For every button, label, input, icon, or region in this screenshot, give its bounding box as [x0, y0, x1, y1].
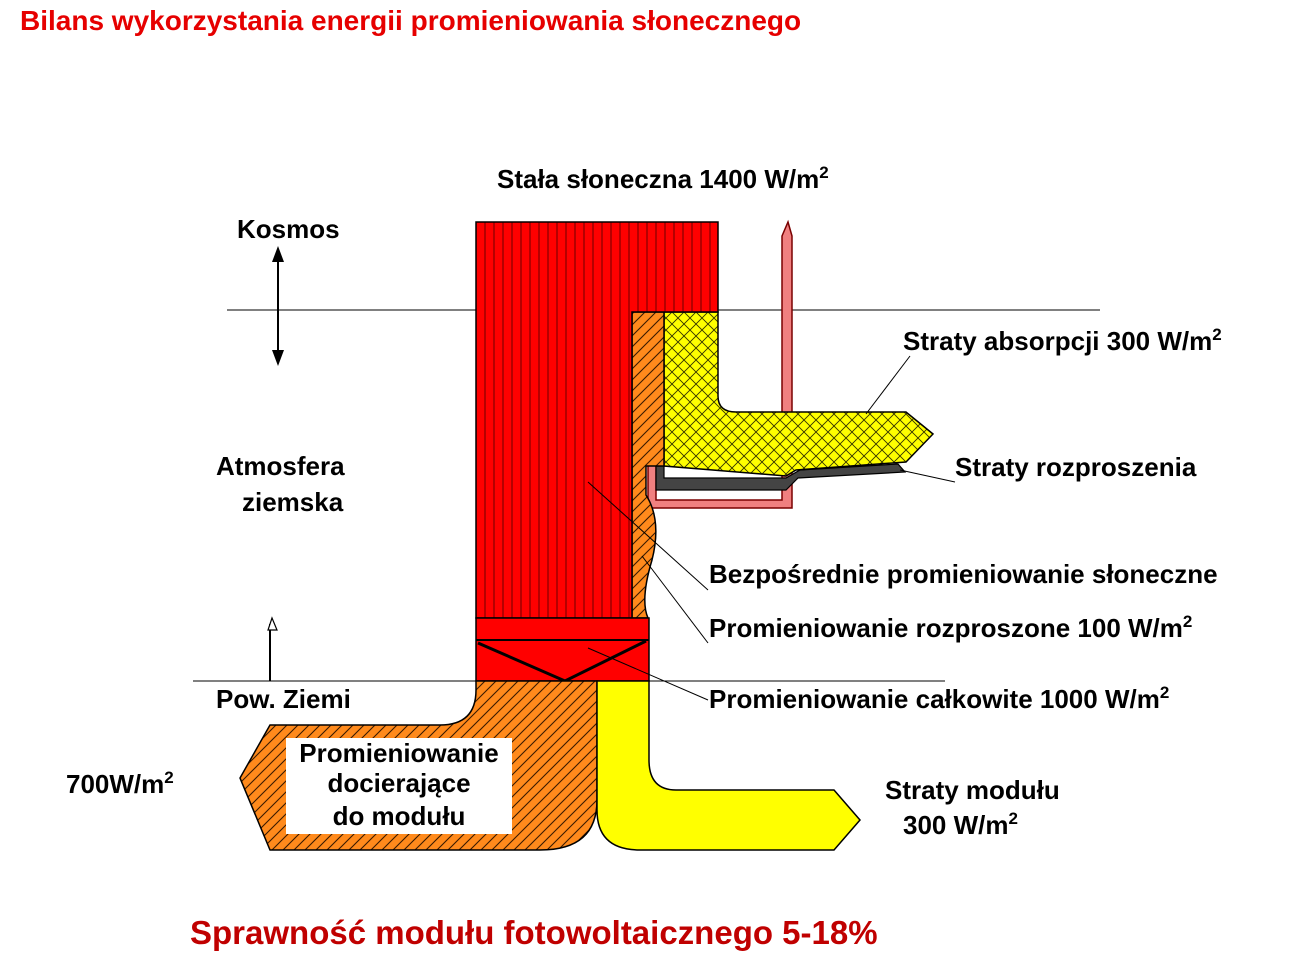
- absorption-loss-label: Straty absorpcji 300 W/m2: [903, 325, 1222, 356]
- reaching-label-line3: do modułu: [333, 801, 466, 831]
- reaching-value-label: 700W/m2: [66, 768, 174, 799]
- diagram-title: Bilans wykorzystania energii promieniowa…: [20, 5, 801, 36]
- efficiency-footer: Sprawność modułu fotowoltaicznego 5-18%: [190, 914, 878, 951]
- module-loss-flow: [596, 680, 861, 851]
- module-loss-label-line1: Straty modułu: [885, 775, 1060, 805]
- atmosphere-label-line2: ziemska: [242, 487, 344, 517]
- solar-constant-label: Stała słoneczna 1400 W/m2: [497, 163, 829, 194]
- ground-label: Pow. Ziemi: [216, 684, 351, 714]
- reaching-label-line2: docierające: [327, 768, 470, 798]
- scatter-dark-band: [655, 463, 907, 491]
- diffuse-radiation-flow: [631, 311, 665, 619]
- total-radiation-label: Promieniowanie całkowite 1000 W/m2: [709, 683, 1169, 714]
- leader-lines: [587, 355, 956, 701]
- module-loss-label-line2: 300 W/m2: [903, 809, 1018, 840]
- reaching-label-line1: Promieniowanie: [299, 738, 498, 768]
- scatter-loss-label: Straty rozproszenia: [955, 452, 1197, 482]
- diffuse-radiation-label: Promieniowanie rozproszone 100 W/m2: [709, 612, 1192, 643]
- atmosphere-label-line1: Atmosfera: [216, 451, 345, 481]
- total-radiation-block: [475, 617, 650, 682]
- space-arrow: [272, 246, 284, 366]
- ground-arrow: [267, 616, 278, 681]
- space-label: Kosmos: [237, 214, 340, 244]
- absorption-loss-flow: [663, 311, 935, 477]
- reaching-label-box: [286, 738, 512, 834]
- direct-radiation-label: Bezpośrednie promieniowanie słoneczne: [709, 559, 1218, 589]
